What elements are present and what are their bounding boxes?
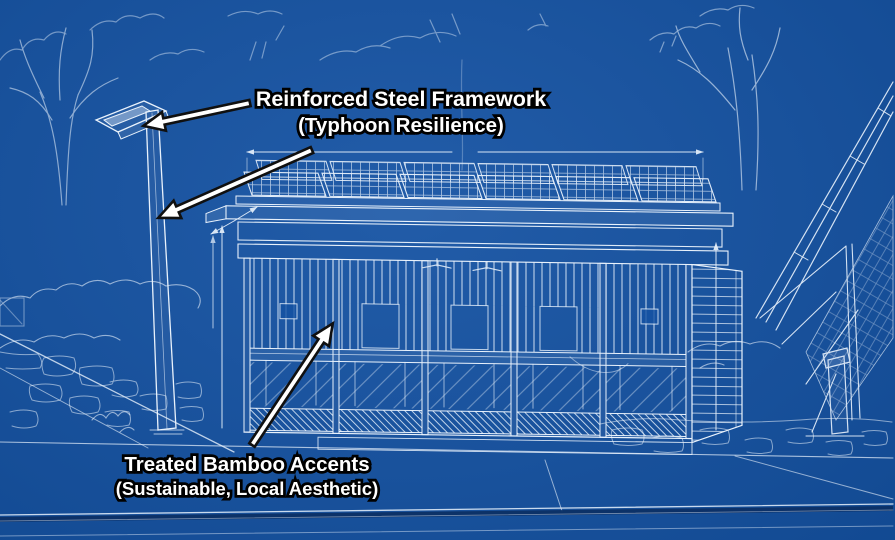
road (0, 441, 894, 537)
right-structure (755, 81, 894, 437)
arrow-bamboo (247, 320, 335, 449)
solar-panel-array (235, 159, 721, 212)
clerestory-band (237, 221, 723, 248)
curb-lines (0, 333, 235, 453)
label-reinforced-steel-line2: (Typhoon Resilience) (Typhoon Resilience… (295, 111, 506, 140)
floor-hatch (250, 362, 686, 413)
right-braces (759, 243, 861, 421)
kiosk-post (805, 347, 865, 437)
annotation-arrows (140, 98, 335, 449)
panel-rail (235, 195, 721, 212)
roof-fascia (205, 205, 734, 227)
tree-right (649, 4, 781, 191)
base-grate (317, 436, 693, 456)
arrow-steel-lower (155, 145, 316, 220)
pole (145, 109, 177, 431)
tree-left (0, 10, 549, 206)
window-openings (279, 303, 659, 352)
street-light (94, 100, 185, 435)
bamboo-slat-wall (250, 258, 686, 355)
right-roof-edge (755, 81, 894, 331)
label-treated-bamboo: Treated Bamboo Accents Treated Bamboo Ac… (113, 450, 381, 502)
label-treated-bamboo-line1: Treated Bamboo Accents Treated Bamboo Ac… (122, 450, 373, 479)
ceiling-fans (422, 258, 502, 272)
side-wall (691, 263, 743, 444)
label-reinforced-steel: Reinforced Steel Framework Reinforced St… (253, 84, 549, 140)
arrow-steel-upper (140, 98, 253, 133)
kick-panels (243, 407, 693, 440)
label-treated-bamboo-line2: (Sustainable, Local Aesthetic) (Sustaina… (113, 475, 381, 502)
bus-shelter (205, 159, 743, 456)
dimension-lines (210, 149, 719, 431)
label-reinforced-steel-line1: Reinforced Steel Framework Reinforced St… (253, 84, 549, 114)
